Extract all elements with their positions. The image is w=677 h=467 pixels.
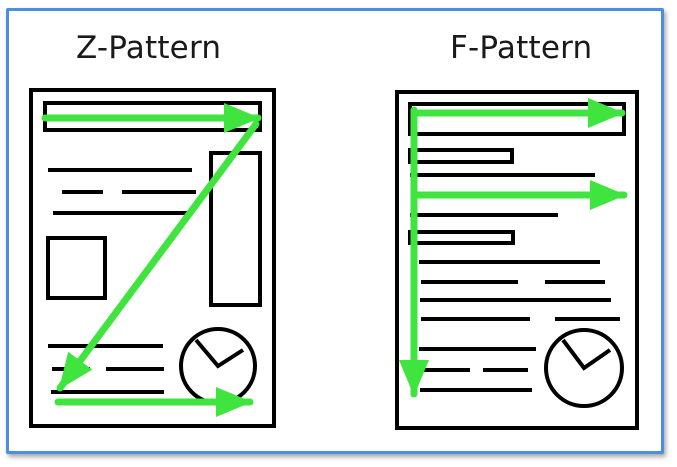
f-page-border (395, 90, 639, 430)
f-header-box (408, 102, 626, 136)
outer-frame (6, 8, 664, 454)
z-arrow-diagonal (56, 120, 260, 392)
f-pattern-page (395, 90, 639, 430)
z-path-arrows (41, 103, 262, 417)
z-page-border (29, 88, 276, 428)
z-pattern-page (29, 88, 276, 428)
z-text-lines (48, 168, 196, 215)
f-clock-icon (544, 328, 624, 408)
z-clock-icon (179, 327, 257, 405)
z-image-box (46, 236, 107, 300)
f-pattern-title: F-Pattern (450, 30, 593, 66)
f-text-blocks (408, 148, 620, 392)
f-path-arrows (399, 98, 628, 398)
z-pattern-title: Z-Pattern (76, 30, 222, 66)
